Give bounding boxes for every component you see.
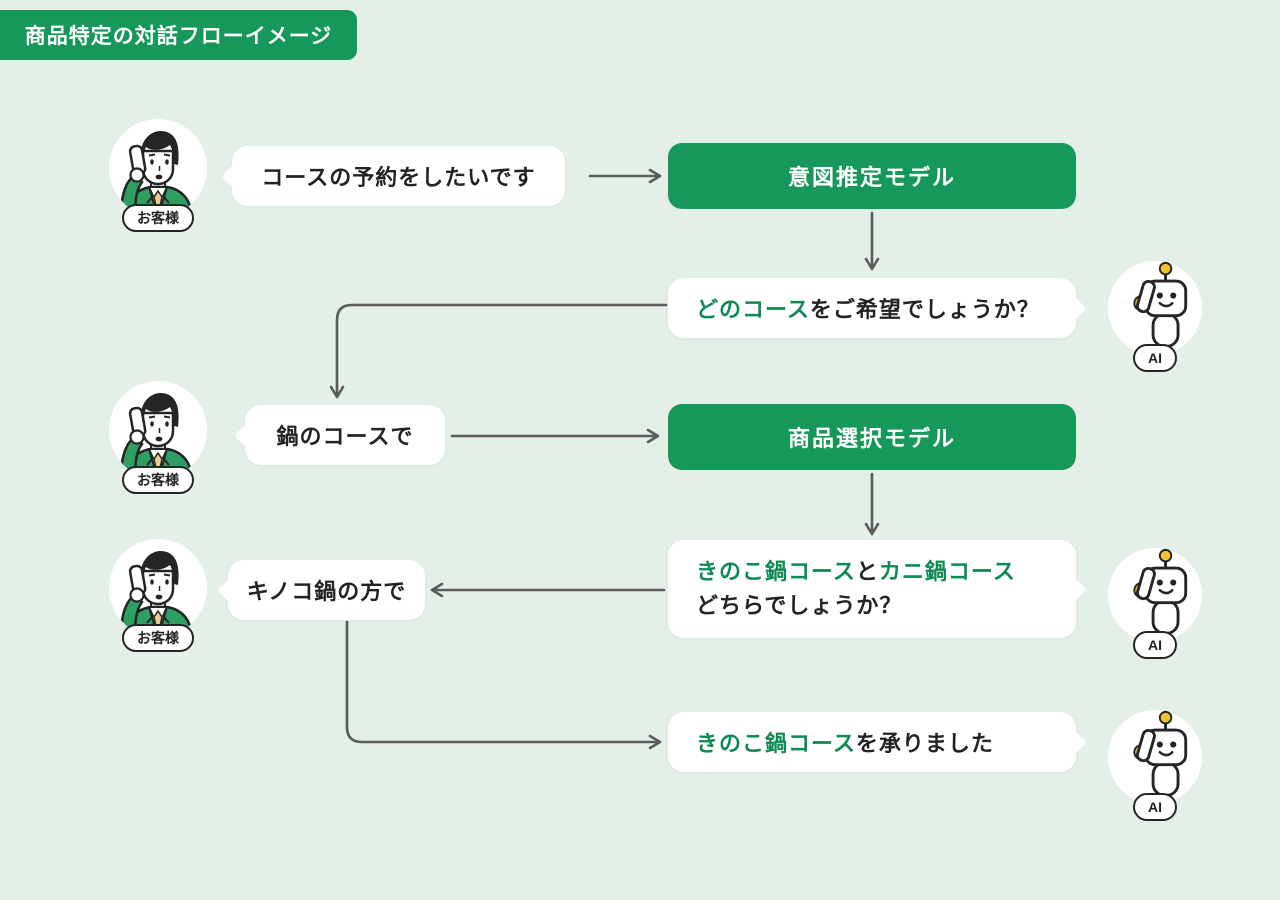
customer-bubble-3: キノコ鍋の方で <box>217 560 425 620</box>
ai-robot-icon <box>1107 547 1203 643</box>
ai-bubble-2-highlight-2: カニ鍋コース <box>878 559 1016 584</box>
customer-icon <box>109 539 207 637</box>
arrowhead-down-1 <box>864 257 880 271</box>
customer-bubble-3-text: キノコ鍋の方で <box>246 579 407 604</box>
arrowhead-right-2 <box>646 428 660 444</box>
ai-bubble-3-highlight: きのこ鍋コース <box>696 731 856 756</box>
customer-bubble-2: 鍋のコースで <box>234 405 445 465</box>
customer-bubble-1-text: コースの予約をしたいです <box>261 165 536 190</box>
bubble-tail-left <box>217 577 242 603</box>
intent-model-label: 意図推定モデル <box>787 165 956 190</box>
ai-bubble-1: どのコースをご希望でしょうか？ <box>668 278 1087 338</box>
intent-model-box: 意図推定モデル <box>668 143 1076 209</box>
customer-icon <box>109 119 207 217</box>
bubble-tail-left <box>234 422 259 448</box>
customer-avatar-2: お客様 <box>108 380 208 514</box>
ai-label-badge: AI <box>1133 793 1177 821</box>
customer-avatar-3: お客様 <box>108 538 208 672</box>
ai-robot-icon <box>1107 709 1203 805</box>
customer-icon <box>109 381 207 479</box>
page-title: 商品特定の対話フローイメージ <box>24 25 333 48</box>
ai-bubble-3: きのこ鍋コースを承りました <box>668 712 1087 772</box>
ai-bubble-2: きのこ鍋コースとカニ鍋コース どちらでしょうか？ <box>668 540 1087 638</box>
ai-bubble-1-highlight: どのコース <box>696 297 810 322</box>
customer-bubble-2-text: 鍋のコースで <box>276 424 414 449</box>
customer-label-badge: お客様 <box>122 204 194 232</box>
arrowhead-right-1 <box>648 168 662 184</box>
ai-label-badge: AI <box>1133 344 1177 372</box>
ai-bubble-1-rest: をご希望でしょうか？ <box>809 297 1040 322</box>
ai-bubble-2-and: と <box>855 559 879 584</box>
customer-avatar-1: お客様 <box>108 118 208 252</box>
bubble-tail-right <box>1062 295 1087 321</box>
bubble-tail-left <box>221 163 246 189</box>
ai-bubble-2-line1: きのこ鍋コースとカニ鍋コース <box>696 555 1016 589</box>
page-title-banner: 商品特定の対話フローイメージ <box>0 10 357 60</box>
ai-bubble-3-rest: を承りました <box>855 731 994 756</box>
customer-label-badge: お客様 <box>122 624 194 652</box>
connector-ai1-to-customer2 <box>335 303 668 395</box>
ai-bubble-2-line2: どちらでしょうか？ <box>696 593 903 618</box>
arrowhead-left-1 <box>430 582 444 598</box>
ai-avatar-3: AI <box>1107 709 1203 829</box>
product-select-model-box: 商品選択モデル <box>668 404 1076 470</box>
arrowhead-right-3 <box>648 734 662 750</box>
connector-customer3-to-ai3 <box>345 620 658 744</box>
ai-avatar-1: AI <box>1107 260 1203 380</box>
product-select-model-label: 商品選択モデル <box>787 426 956 451</box>
customer-bubble-1: コースの予約をしたいです <box>221 146 565 206</box>
ai-robot-icon <box>1107 260 1203 356</box>
ai-avatar-2: AI <box>1107 547 1203 667</box>
ai-label-badge: AI <box>1133 631 1177 659</box>
arrowhead-down-3 <box>864 522 880 536</box>
ai-bubble-2-highlight-1: きのこ鍋コース <box>696 559 856 584</box>
bubble-tail-right <box>1062 576 1087 602</box>
bubble-tail-right <box>1062 729 1087 755</box>
arrowhead-down-2 <box>329 385 345 399</box>
customer-label-badge: お客様 <box>122 466 194 494</box>
